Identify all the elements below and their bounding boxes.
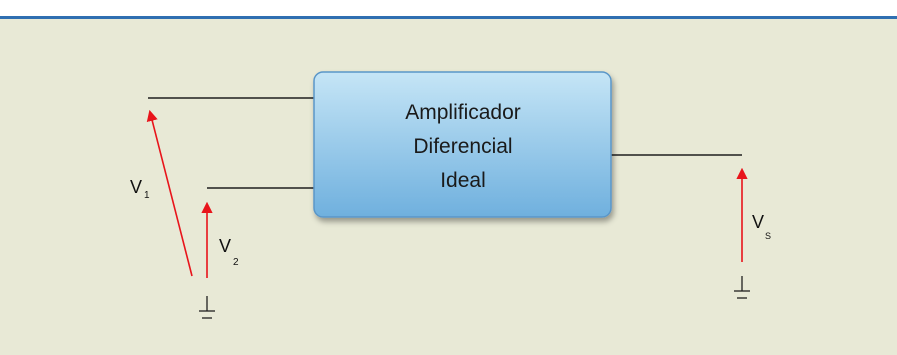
- amplifier-box: [313, 71, 612, 218]
- label-v2-sub: 2: [233, 257, 239, 268]
- ground-symbol-right: [734, 276, 750, 299]
- label-v1-main: V: [130, 177, 142, 197]
- label-v2-main: V: [219, 236, 231, 256]
- amplifier-label-line2: Diferencial: [413, 135, 512, 158]
- label-vs-sub: S: [765, 231, 771, 241]
- ground-symbol-left: [199, 296, 215, 319]
- v1-arrow: [146, 109, 193, 277]
- label-vs: V S: [752, 212, 771, 241]
- label-v1-sub: 1: [144, 190, 150, 201]
- label-vs-main: V: [752, 212, 764, 232]
- amplifier-label-line1: Amplificador: [405, 101, 521, 124]
- top-bar-line: [0, 16, 897, 19]
- top-bar: [0, 0, 897, 18]
- amplifier-label-line3: Ideal: [440, 169, 486, 192]
- label-v1: V 1: [130, 177, 150, 201]
- label-v2: V 2: [219, 236, 239, 268]
